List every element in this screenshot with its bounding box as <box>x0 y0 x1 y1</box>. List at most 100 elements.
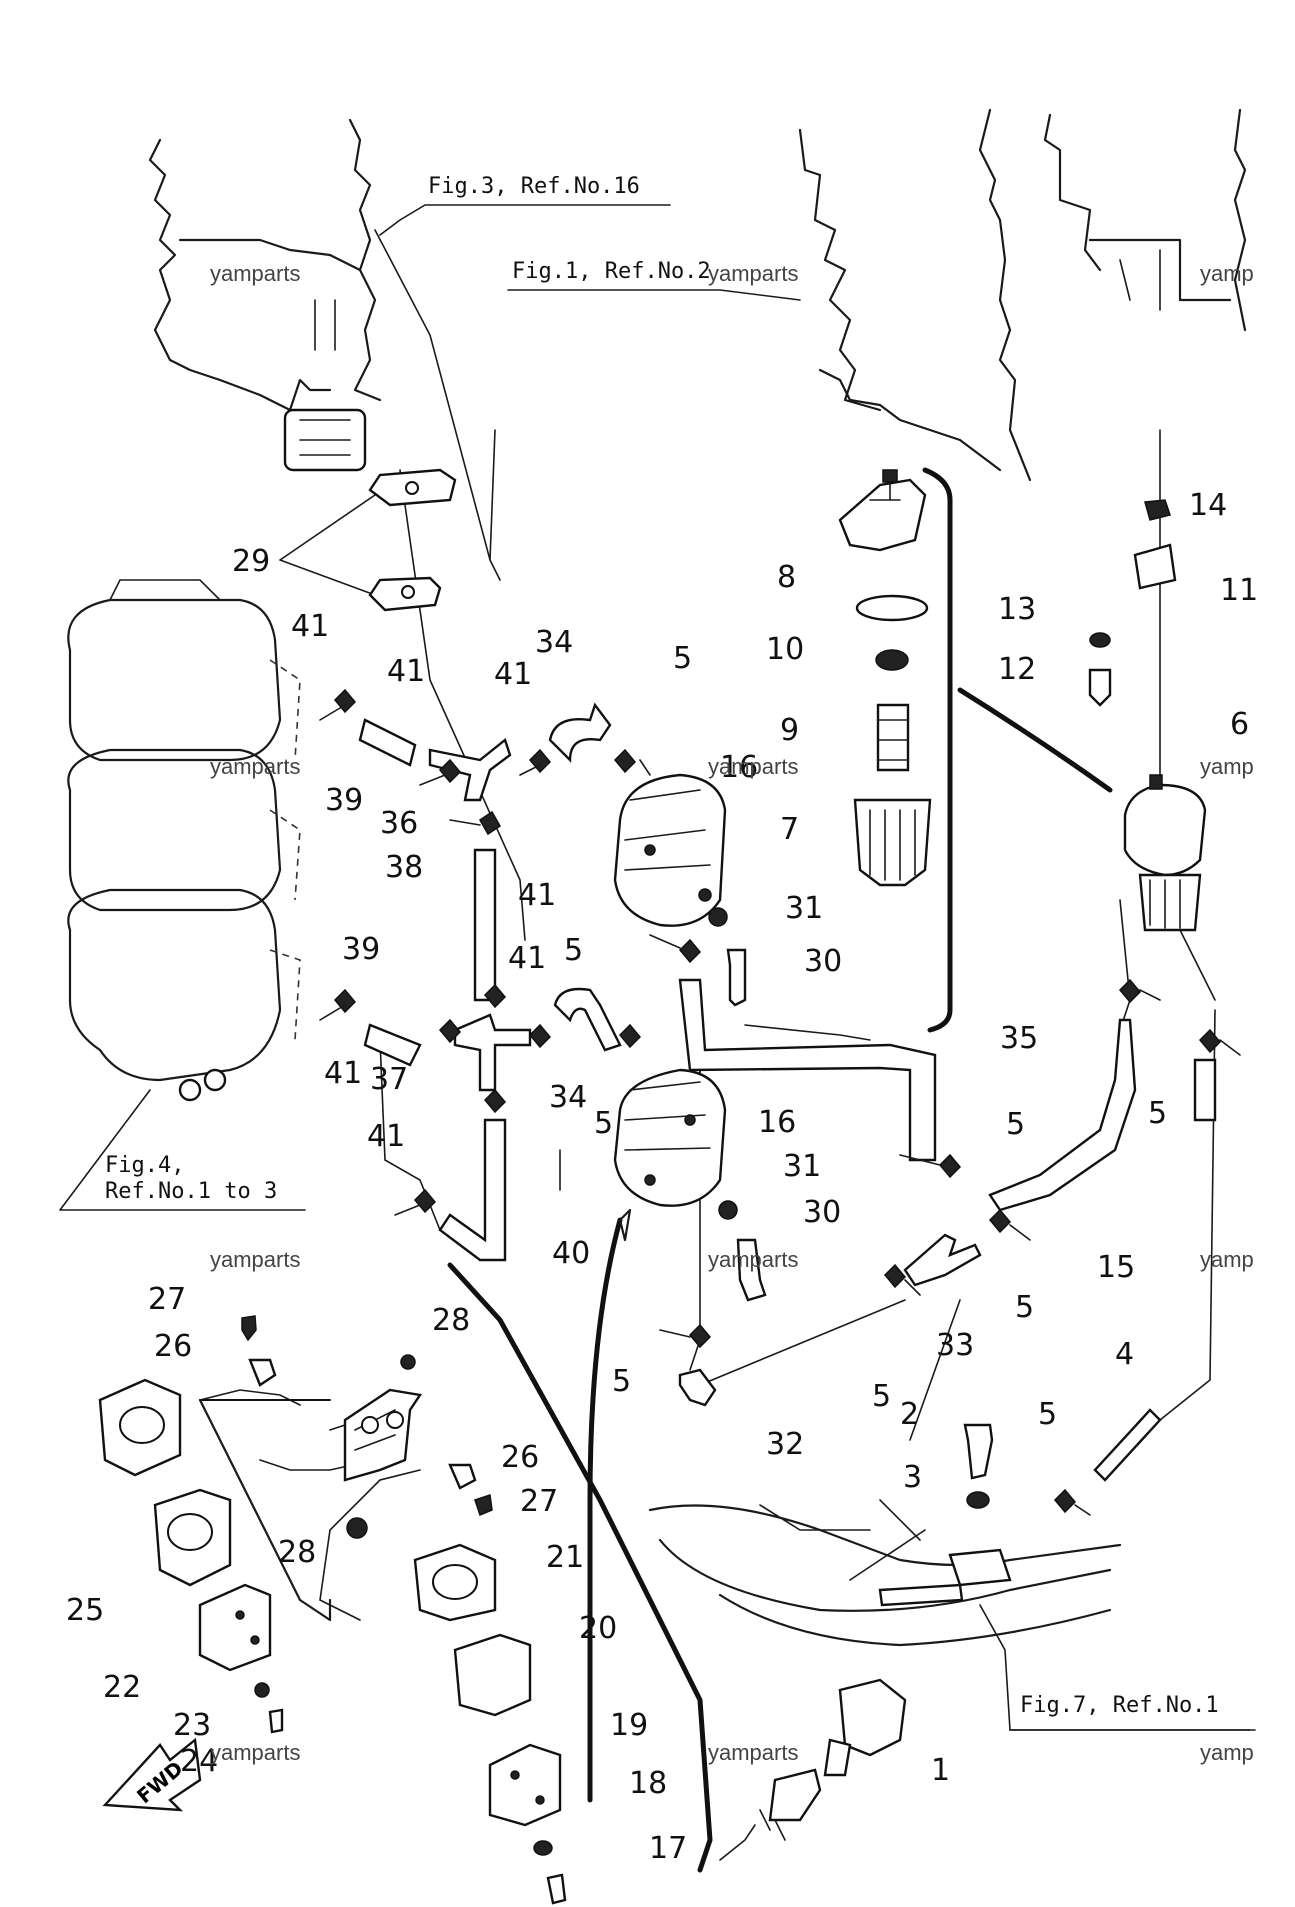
washer-10 <box>875 649 909 671</box>
callout-18: 18 <box>629 1766 667 1801</box>
gasket-21 <box>413 1543 497 1622</box>
watermark-text: yamparts <box>708 1247 798 1272</box>
nut-31-upper <box>708 907 728 927</box>
upper-right-engine-outline <box>798 108 1247 482</box>
callout-2: 2 <box>900 1397 919 1432</box>
fuel-connector-1 <box>719 1678 907 1861</box>
carburetor-housings <box>67 579 301 1102</box>
bracket-11 <box>1133 543 1177 590</box>
callout-16: 16 <box>720 750 758 785</box>
hose-38 <box>473 848 497 1002</box>
cup-7 <box>853 798 932 887</box>
watermark-text-cut: yamp <box>1200 261 1254 286</box>
hose-35 <box>678 978 937 1162</box>
watermark-text: yamparts <box>210 754 300 779</box>
hose-34-upper <box>548 702 612 763</box>
elbow-32 <box>678 1368 717 1407</box>
callout-28: 28 <box>278 1535 316 1570</box>
callout-26: 26 <box>501 1440 539 1475</box>
callout-3: 3 <box>903 1460 922 1495</box>
washer-3 <box>966 1491 990 1509</box>
bracket-lines <box>198 467 1113 1873</box>
callout-9: 9 <box>780 713 799 748</box>
callout-41: 41 <box>367 1119 405 1154</box>
callout-41: 41 <box>508 941 546 976</box>
callout-4: 4 <box>1115 1337 1134 1372</box>
callout-33: 33 <box>936 1328 974 1363</box>
bolt-12 <box>1088 668 1112 707</box>
watermark-text-cut: yamp <box>1200 1247 1254 1272</box>
callout-41: 41 <box>494 657 532 692</box>
callout-19: 19 <box>610 1708 648 1743</box>
screw-27-lower <box>474 1494 493 1517</box>
callout-23: 23 <box>173 1708 211 1743</box>
hose-40 <box>438 1118 507 1262</box>
fwd-arrow-icon: FWD <box>102 1737 202 1812</box>
watermark-text: yamparts <box>210 1247 300 1272</box>
watermark-text-cut: yamp <box>1200 1740 1254 1765</box>
hose-39-lower <box>363 1023 422 1067</box>
callout-32: 32 <box>766 1427 804 1462</box>
callout-40: 40 <box>552 1236 590 1271</box>
cover-22b <box>198 1583 272 1672</box>
bolt-30-upper <box>726 948 747 1007</box>
pump-body-exploded <box>343 1388 423 1482</box>
gasket-25 <box>98 1378 182 1477</box>
o-ring-8 <box>855 594 929 622</box>
callout-41: 41 <box>324 1056 362 1091</box>
callout-5: 5 <box>1015 1290 1034 1325</box>
fig7-ref-label: Fig.7, Ref.No.1 <box>1020 1693 1219 1718</box>
callout-30: 30 <box>804 944 842 979</box>
watermark-text-cut: yamp <box>1200 754 1254 779</box>
callout-6: 6 <box>1230 707 1249 742</box>
callout-24: 24 <box>180 1744 218 1779</box>
callout-5: 5 <box>1148 1096 1167 1131</box>
callout-5: 5 <box>1006 1107 1025 1142</box>
fig4-ref-label-line1: Fig.4, <box>105 1153 184 1178</box>
callout-5: 5 <box>872 1379 891 1414</box>
check-valve-28-upper <box>400 1354 416 1370</box>
nut-14 <box>1144 499 1171 521</box>
filter-cap <box>838 469 927 552</box>
watermarks: yamparts yamparts yamp yamparts yamparts… <box>210 261 1254 1765</box>
callout-1: 1 <box>931 1753 950 1788</box>
callout-12: 12 <box>998 652 1036 687</box>
callout-34: 34 <box>535 625 573 660</box>
fuel-filter-6 <box>1123 774 1207 932</box>
callout-36: 36 <box>380 806 418 841</box>
callout-17: 17 <box>649 1831 687 1866</box>
gasket-29-upper <box>368 468 457 507</box>
washer-13 <box>1089 632 1111 648</box>
callout-28: 28 <box>432 1303 470 1338</box>
callout-5: 5 <box>564 933 583 968</box>
callout-16: 16 <box>758 1105 796 1140</box>
callout-21: 21 <box>546 1540 584 1575</box>
watermark-text: yamparts <box>708 1740 798 1765</box>
watermark-text: yamparts <box>708 261 798 286</box>
joint-37 <box>453 1013 532 1092</box>
callout-25: 25 <box>66 1593 104 1628</box>
bolt-30-lower <box>736 1238 767 1302</box>
cover-19 <box>488 1743 562 1827</box>
callout-27: 27 <box>520 1484 558 1519</box>
callout-31: 31 <box>785 891 823 926</box>
callout-5: 5 <box>1038 1397 1057 1432</box>
watermark-text: yamparts <box>210 261 300 286</box>
callout-41: 41 <box>518 878 556 913</box>
callout-41: 41 <box>387 654 425 689</box>
clips <box>319 688 1241 1516</box>
callout-27: 27 <box>148 1282 186 1317</box>
joint-33 <box>903 1233 982 1287</box>
callout-38: 38 <box>385 850 423 885</box>
callout-39: 39 <box>325 783 363 818</box>
screw-27-upper <box>241 1315 257 1342</box>
callout-14: 14 <box>1189 488 1227 523</box>
nut-23 <box>254 1682 270 1698</box>
screw-24 <box>268 1708 284 1734</box>
callout-5: 5 <box>612 1364 631 1399</box>
watermark-text: yamparts <box>708 754 798 779</box>
fig3-ref-label: Fig.3, Ref.No.16 <box>428 174 640 199</box>
callout-26: 26 <box>154 1329 192 1364</box>
callout-30: 30 <box>803 1195 841 1230</box>
